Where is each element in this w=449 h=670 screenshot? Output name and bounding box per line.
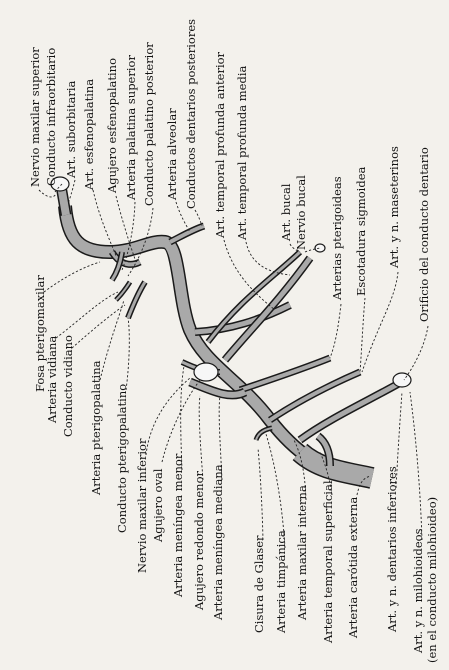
label-arteria-palatina-superior: Arteria palatina superior [124, 55, 138, 201]
leader-glaser [258, 448, 263, 540]
label-arteria-maxilar-interna: Arteria maxilar interna [295, 485, 309, 621]
label-art-bucal: Art. bucal [279, 183, 293, 242]
external-carotid-artery [300, 452, 372, 478]
label-en-el-conducto-milohioideo: (en el conducto milohioideo) [425, 497, 439, 663]
label-arteria-meningea-mediana: Arteria meníngea mediana [211, 464, 225, 621]
label-conducto-infraorbitario: Conducto infraorbitario [44, 48, 58, 186]
leader-orificio [404, 326, 428, 380]
leader-pterigoideas [330, 304, 341, 358]
label-arteria-meningea-menor: Arteria meníngea menor [171, 453, 185, 598]
label-arteria-pterigopalatina: Arteria pterigopalatina [89, 360, 103, 496]
label-art-n-dentarios-inferiores: Art. y n. dentarios inferiores [385, 466, 399, 633]
leader-conducto-pterigopalatino [126, 318, 129, 390]
label-arteria-temporal-superficial: Arteria temporal superficial [321, 480, 335, 644]
label-conducto-pterigopalatino: Conducto pterigopalatino [115, 384, 129, 533]
label-agujero-oval: Agujero oval [151, 468, 165, 543]
foramen-ovale [194, 363, 218, 381]
leader-agujero-redondo [199, 396, 203, 480]
mandibular-foramen [393, 373, 411, 387]
label-arteria-alveolar: Arteria alveolar [165, 108, 179, 201]
label-agujero-esfenopalatino: Agujero esfenopalatino [105, 58, 119, 194]
tympanic-artery [256, 428, 272, 440]
vidian-artery [128, 282, 145, 318]
label-arteria-vidiana: Arteria vidiana [45, 336, 59, 424]
label-arteria-carotida-externa: Arteria carótida externa [346, 497, 360, 639]
leader-escotadura [360, 298, 365, 372]
pterygoid-branches-1 [240, 358, 330, 390]
leader-fosa [44, 262, 100, 292]
label-orificio-conducto-dentario: Orificio del conducto dentario [417, 147, 431, 322]
alveolar-branch [170, 226, 204, 242]
leader-pterigopalatina [100, 300, 124, 380]
labels: Fosa pterigomaxilar Arteria vidiana Cond… [28, 19, 439, 663]
label-art-n-maseterinos: Art. y n. maseterinos [387, 146, 401, 269]
label-conductos-dentarios-posteriores: Conductos dentarios posteriores [184, 19, 198, 209]
label-conducto-palatino-posterior: Conducto palatino posterior [142, 42, 156, 206]
leader-nervio-maxilar-inf [146, 378, 190, 455]
label-art-temporal-profunda-anterior: Art. temporal profunda anterior [213, 51, 227, 239]
label-art-esfenopalatina: Art. esfenopalatina [82, 79, 96, 191]
label-agujero-redondo-menor: Agujero redondo menor [192, 471, 206, 611]
label-art-temporal-profunda-media: Art. temporal profunda media [235, 65, 249, 241]
pterygopalatine-artery [116, 282, 130, 300]
label-conducto-vidiano: Conducto vidiano [61, 335, 75, 437]
label-art-suborbitaria: Art. suborbitaria [64, 80, 78, 179]
label-escotadura-sigmoidea: Escotadura sigmoidea [354, 166, 368, 296]
nerve-section-1 [315, 244, 325, 252]
leader-vidiana [56, 292, 118, 338]
label-arterias-pterigoideas: Arterias pterigoideas [330, 176, 344, 301]
label-nervio-maxilar-inferior: Nervio maxilar inferior [135, 438, 149, 573]
label-nervio-maxilar-superior: Nervio maxilar superior [28, 47, 42, 187]
label-arteria-timpanica: Arteria timpánica [274, 530, 288, 634]
label-nervio-bucal: Nervio bucal [294, 175, 308, 250]
deep-temporal-anterior [195, 305, 290, 332]
leader-nervio-max-sup [39, 190, 56, 197]
label-art-n-milohioideos: Art. y n. milohioideos [411, 528, 425, 654]
leader-milohioideos [410, 392, 422, 540]
label-cisura-de-glaser: Cisura de Glaser [252, 535, 266, 633]
inferior-dental-artery [300, 380, 405, 440]
leader-conducto-vidiano [72, 305, 125, 348]
